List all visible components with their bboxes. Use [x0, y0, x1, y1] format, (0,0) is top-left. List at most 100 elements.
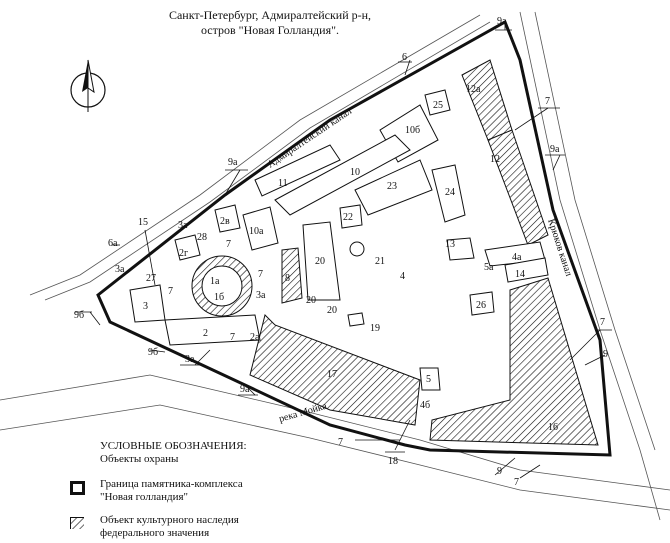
map-title-line-2: остров "Новая Голландия".	[201, 23, 339, 37]
label-11: 11	[278, 178, 288, 189]
legend-row-boundary: Граница памятника-комплекса "Новая голла…	[70, 478, 247, 504]
label-21: 21	[375, 256, 385, 267]
label-19: 19	[370, 323, 380, 334]
building-10	[274, 134, 411, 216]
label-28: 28	[197, 232, 207, 243]
label-4b: 4б	[420, 400, 430, 411]
label-3a-1: 3а	[178, 220, 188, 231]
legend-boundary-label-2: "Новая голландия"	[100, 491, 189, 503]
building-13	[446, 237, 475, 261]
label-9a-sw: 9а	[240, 384, 250, 395]
label-7-in2: 7	[258, 269, 263, 280]
label-4a: 4а	[512, 252, 522, 263]
heritage-buildings	[191, 59, 599, 446]
label-2g: 2г	[179, 248, 188, 259]
label-6a: 6а	[108, 238, 118, 249]
building-21-dome	[349, 241, 365, 257]
building-11	[254, 144, 341, 197]
building-19	[347, 312, 365, 327]
map-title: Санкт-Петербург, Адмиралтейский р-н, ост…	[120, 8, 420, 38]
label-1a: 1а	[210, 276, 220, 287]
label-9a-east: 9а	[550, 144, 560, 155]
label-7-ne: 7	[545, 96, 550, 107]
label-10a: 10а	[249, 226, 264, 237]
label-9-south: 9	[497, 466, 502, 477]
label-13: 13	[445, 239, 455, 250]
label-3a-3: 3а	[256, 290, 266, 301]
heritage-swatch-icon	[70, 517, 84, 529]
moika-bank	[0, 374, 670, 491]
building-12a	[461, 59, 513, 141]
moika-bank-2	[0, 404, 670, 511]
legend-heritage-label-1: Объект культурного наследия	[100, 514, 239, 526]
label-7-in4: 7	[230, 332, 235, 343]
label-20c: 20	[327, 305, 337, 316]
label-27: 27	[146, 273, 156, 284]
label-2a: 2а	[250, 332, 260, 343]
building-16	[429, 277, 599, 446]
compass-north-arrow-icon	[70, 59, 106, 112]
label-6: 6	[402, 52, 407, 63]
building-8	[281, 247, 303, 304]
label-3a-4: 3а	[185, 354, 195, 365]
label-3a-2: 3а	[115, 264, 125, 275]
plan-labels: 9а 6 12а 25 7 10б 12 9а 10 23 24 11 9а 1…	[74, 16, 608, 488]
label-2v: 2в	[220, 216, 230, 227]
complex-boundary	[96, 19, 612, 457]
label-23: 23	[387, 181, 397, 192]
building-12	[487, 129, 549, 246]
label-15: 15	[138, 217, 148, 228]
label-17: 17	[327, 369, 337, 380]
label-20a: 20	[315, 256, 325, 267]
label-7-east: 7	[600, 317, 605, 328]
label-18: 18	[388, 456, 398, 467]
building-23	[354, 159, 433, 216]
building-20	[302, 221, 341, 301]
label-16: 16	[548, 422, 558, 433]
building-22	[339, 204, 363, 229]
legend-boundary-label-1: Граница памятника-комплекса	[100, 478, 243, 490]
building-2	[164, 314, 261, 346]
building-1b-ring-inner	[201, 265, 243, 307]
boundary-swatch-icon	[70, 481, 85, 495]
label-7-in1: 7	[226, 239, 231, 250]
map-title-line-1: Санкт-Петербург, Адмиралтейский р-н,	[168, 8, 372, 22]
label-9a-top: 9а	[497, 16, 507, 27]
label-2: 2	[203, 328, 208, 339]
label-1b: 1б	[214, 292, 224, 303]
label-7-in3: 7	[168, 286, 173, 297]
label-9b-1: 9б	[74, 310, 84, 321]
legend-heading: УСЛОВНЫЕ ОБОЗНАЧЕНИЯ:	[100, 440, 247, 452]
label-14: 14	[515, 269, 525, 280]
building-2g	[174, 234, 201, 261]
building-25	[424, 89, 451, 116]
label-4: 4	[400, 271, 405, 282]
label-8: 8	[285, 273, 290, 284]
label-9a-north: 9а	[228, 157, 238, 168]
plain-buildings	[129, 89, 549, 391]
leader-lines	[75, 22, 612, 479]
legend-row-heritage: Объект культурного наследия федерального…	[70, 514, 247, 540]
label-5: 5	[426, 374, 431, 385]
building-24	[431, 164, 466, 223]
admiralty-canal-bank	[29, 14, 481, 296]
label-26: 26	[476, 300, 486, 311]
building-14	[504, 257, 549, 283]
label-20b: 20	[306, 295, 316, 306]
label-12: 12	[490, 154, 500, 165]
label-24: 24	[445, 187, 455, 198]
admiralty-canal-bank-2	[44, 21, 491, 301]
building-17	[249, 314, 421, 426]
label-9b-2: 9б	[148, 347, 158, 358]
label-12a: 12а	[466, 84, 481, 95]
legend-heritage-label-2: федерального значения	[100, 527, 210, 539]
legend: УСЛОВНЫЕ ОБОЗНАЧЕНИЯ: Объекты охраны Гра…	[70, 440, 247, 540]
building-10a	[242, 206, 279, 251]
kryukov-canal-bank-2	[534, 11, 656, 451]
label-9-east: 9	[603, 349, 608, 360]
label-22: 22	[343, 212, 353, 223]
label-10: 10	[350, 167, 360, 178]
building-2v	[214, 204, 241, 233]
label-7-south2: 7	[514, 477, 519, 488]
